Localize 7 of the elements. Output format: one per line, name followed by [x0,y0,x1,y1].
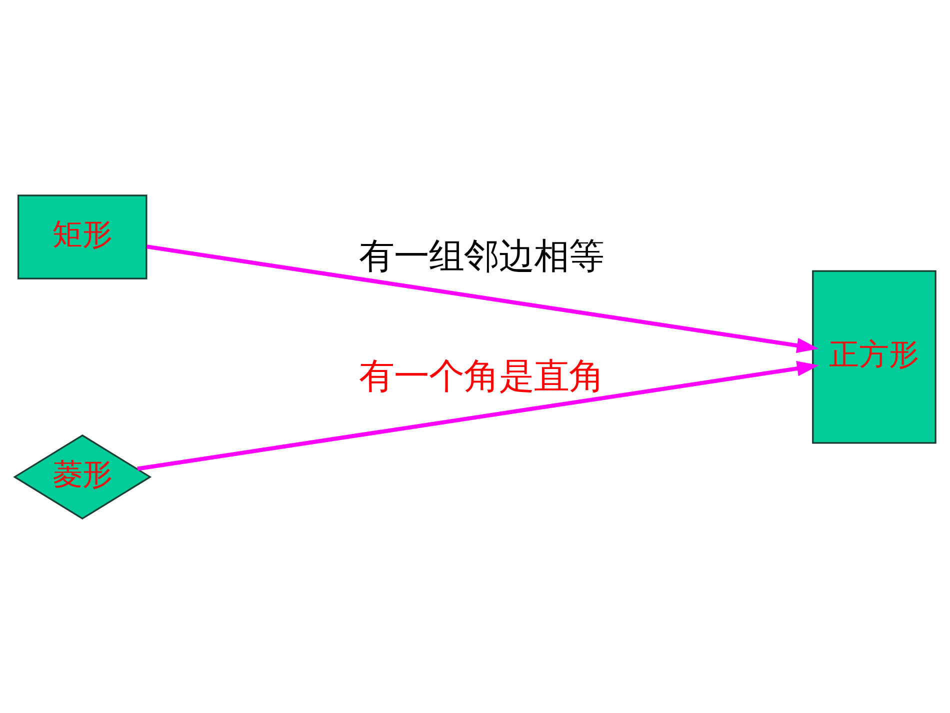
arrow [137,360,819,470]
edge-label: 有一组邻边相等 [359,236,604,277]
arrow [146,244,819,353]
node-box: 矩形 [17,194,148,279]
edge-label: 有一个角是直角 [359,356,604,397]
node-box: 正方形 [812,270,936,444]
node-diamond: 菱形 [13,434,152,519]
